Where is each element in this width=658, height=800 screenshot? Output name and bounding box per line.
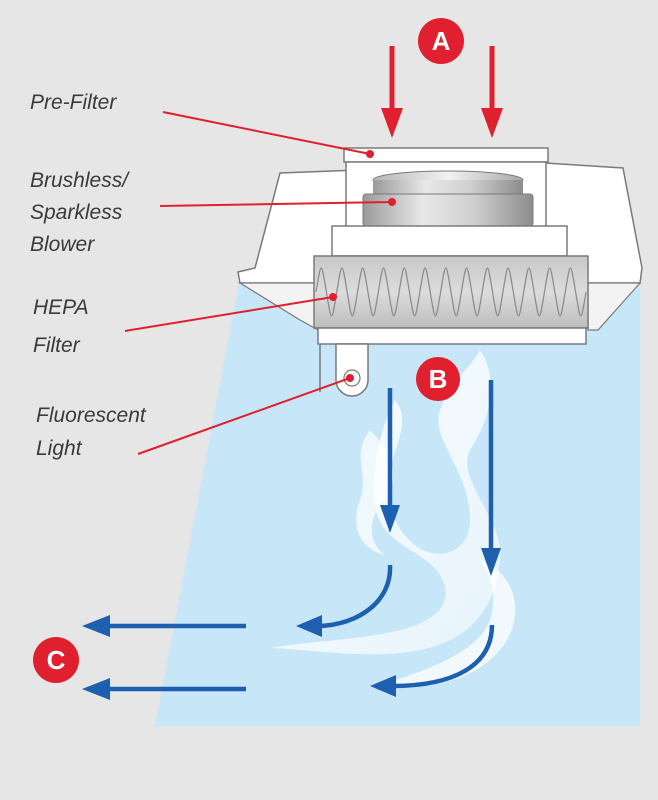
label-light-line1: Fluorescent — [36, 404, 146, 427]
badge-b-text: B — [429, 364, 448, 394]
filter-frame — [331, 225, 568, 257]
label-pre-filter: Pre-Filter — [30, 91, 117, 114]
airflow-wisp — [270, 350, 501, 655]
intake-arrow-right — [481, 46, 503, 138]
badge-a-text: A — [432, 26, 451, 56]
label-light-line2: Light — [36, 437, 82, 460]
hepa-pleats — [315, 267, 587, 317]
badge-b: B — [416, 357, 460, 401]
label-blower-line1: Brushless/ — [30, 169, 129, 192]
badge-c: C — [33, 637, 79, 683]
intake-arrow-left — [381, 46, 403, 138]
leader-hepa — [124, 293, 337, 332]
airflow-wisp-left — [356, 430, 394, 555]
badge-a: A — [418, 18, 464, 64]
curved-flow-arrow-upper — [296, 564, 393, 637]
label-blower-line2: Sparkless — [30, 201, 123, 224]
blower-base — [362, 193, 534, 227]
badge-c-text: C — [47, 645, 66, 675]
leader-pre-filter — [162, 111, 374, 158]
label-hepa-line2: Filter — [33, 334, 80, 357]
filter-bottom-plate — [317, 327, 587, 345]
leader-blower — [159, 198, 396, 207]
label-blower-line3: Blower — [30, 233, 95, 256]
label-hepa-line1: HEPA — [33, 296, 89, 319]
work-zone — [155, 278, 640, 726]
leader-light — [137, 374, 354, 455]
downflow-arrow-left — [380, 388, 400, 533]
outflow-arrow-upper — [82, 615, 246, 637]
downflow-arrow-right — [481, 380, 501, 576]
outflow-arrow-lower — [82, 678, 246, 700]
curved-flow-arrow-lower — [370, 624, 495, 697]
pre-filter — [343, 147, 549, 163]
